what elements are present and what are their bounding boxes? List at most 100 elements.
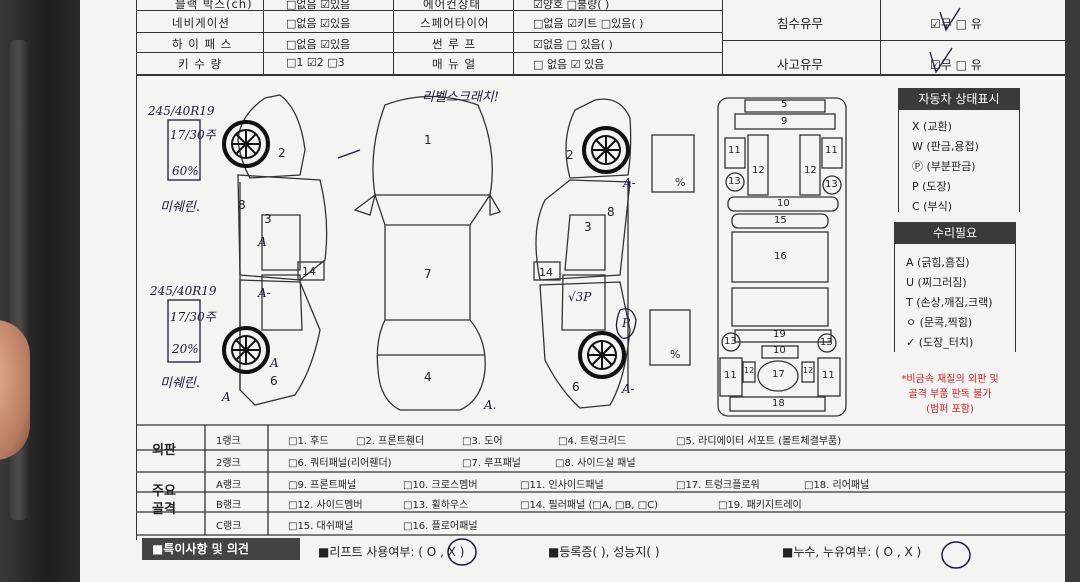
- under-5: 5: [781, 99, 788, 110]
- chk-roof-panel[interactable]: □7. 루프패널: [462, 458, 521, 469]
- part-14-right: 14: [539, 266, 553, 279]
- blackbox-options[interactable]: □없음 ☑있음: [286, 0, 351, 11]
- part-6-right: 6: [572, 380, 580, 394]
- tire-rear-brand: 미쉐린.: [160, 376, 201, 391]
- chk-rear-panel[interactable]: □18. 리어패널: [804, 480, 870, 491]
- under-18: 18: [772, 398, 785, 409]
- manual-options[interactable]: □ 없음 ☑ 있음: [533, 58, 605, 71]
- under-13c: 13: [724, 336, 737, 347]
- repair-legend-title: 수리필요: [894, 222, 1016, 244]
- aircon-label: 에어컨상태: [423, 0, 481, 11]
- mark-a-4: A: [222, 390, 231, 404]
- chk-cross-member[interactable]: □10. 크로스멤버: [403, 480, 478, 491]
- under-13d: 13: [820, 337, 833, 348]
- rankA-label: A랭크: [216, 480, 242, 491]
- chk-side-member[interactable]: □12. 사이드멤버: [288, 500, 363, 511]
- chk-wheel-house[interactable]: □13. 휠하우스: [403, 500, 469, 511]
- tire-rear-date: 17/30주: [170, 310, 216, 324]
- mark-a-3: A: [270, 356, 279, 370]
- under-13b: 13: [825, 179, 838, 190]
- legend-p-circle: Ⓟ (부분판금): [912, 160, 976, 173]
- finger: [0, 320, 30, 460]
- status-legend-title: 자동차 상태표시: [898, 88, 1020, 110]
- mark-a-7: A-: [622, 382, 635, 396]
- part-7-top: 7: [424, 267, 432, 281]
- under-16: 16: [774, 251, 787, 262]
- keys-label: 키 수 량: [178, 57, 223, 71]
- chk-front-fender[interactable]: □2. 프론트휀더: [356, 436, 425, 447]
- note-line-3: (범퍼 포함): [926, 404, 974, 415]
- under-11c: 11: [724, 370, 737, 381]
- chk-package-tray[interactable]: □19. 패키지트레이: [718, 500, 802, 511]
- chk-quarter-panel[interactable]: □6. 쿼터패널(리어휀더): [288, 458, 392, 469]
- chk-door[interactable]: □3. 도어: [462, 436, 503, 447]
- chk-side-sill[interactable]: □8. 사이드실 패널: [555, 458, 636, 469]
- rank2-label: 2랭크: [216, 458, 241, 469]
- chk-front-panel[interactable]: □9. 프론트패널: [288, 480, 357, 491]
- rankB-label: B랭크: [216, 500, 242, 511]
- chk-inside-panel[interactable]: □11. 인사이드패널: [520, 480, 604, 491]
- nav-options[interactable]: □없음 ☑있음: [286, 17, 351, 30]
- rank1-label: 1랭크: [216, 436, 241, 447]
- part-3-left: 3: [264, 212, 272, 226]
- chk-trunk-lid[interactable]: □4. 트렁크리드: [558, 436, 627, 447]
- chk-hood[interactable]: □1. 후드: [288, 436, 329, 447]
- clipboard-right-edge: [1065, 0, 1080, 582]
- under-12a: 12: [752, 165, 765, 176]
- mark-v3p: √3P: [568, 290, 592, 304]
- under-19: 19: [773, 329, 786, 340]
- part-14-left: 14: [302, 265, 316, 278]
- legend-u: U (찌그러짐): [906, 276, 967, 289]
- under-12b: 12: [804, 165, 817, 176]
- aircon-options[interactable]: ☑양호 □불량( ): [533, 0, 610, 11]
- leak-check[interactable]: ■누수, 누유여부: ( O , X ): [782, 545, 922, 559]
- lift-usage[interactable]: ■리프트 사용여부: ( O , X ): [318, 545, 465, 559]
- under-10b: 10: [773, 345, 786, 356]
- under-11d: 11: [822, 370, 835, 381]
- keys-options[interactable]: □1 ☑2 □3: [286, 56, 345, 69]
- under-12c: 12: [744, 366, 755, 375]
- legend-o: ㅇ (문콕,찍힘): [906, 316, 973, 329]
- blackbox-label: 블랙 박스(ch): [175, 0, 253, 11]
- chk-floor-panel[interactable]: □16. 플로어패널: [403, 521, 478, 532]
- tire-front-size: 245/40R19: [148, 104, 215, 118]
- remarks-title: ■특이사항 및 의견: [142, 538, 300, 560]
- mark-a-6: A-: [623, 176, 636, 190]
- nav-label: 네비게이션: [172, 16, 230, 30]
- part-1-top: 1: [424, 133, 432, 147]
- part-2-left: 2: [278, 146, 286, 160]
- under-15: 15: [774, 215, 787, 226]
- under-12d: 12: [803, 366, 814, 375]
- under-11b: 11: [825, 145, 838, 156]
- legend-t: T (손상,깨짐,크랙): [906, 296, 993, 309]
- legend-c: C (부식): [912, 200, 953, 213]
- tire-pct-box-top: %: [675, 176, 686, 189]
- top-grid-bottom-line: [136, 74, 1065, 76]
- spare-tire-options[interactable]: □없음 ☑키트 □있음( ): [533, 17, 644, 30]
- under-10a: 10: [777, 198, 790, 209]
- nonmetal-note: *비금속 재질의 외판 및 골격 부품 판독 불가 (범퍼 포함): [870, 372, 1030, 417]
- under-11a: 11: [728, 145, 741, 156]
- chk-trunk-floor[interactable]: □17. 트렁크플로워: [676, 480, 760, 491]
- part-6-left: 6: [270, 374, 278, 388]
- exterior-title: 외판: [152, 443, 176, 458]
- sunroof-label: 썬 루 프: [432, 37, 477, 51]
- part-3-right: 3: [584, 220, 592, 234]
- part-2-right: 2: [566, 148, 574, 162]
- chk-dash-panel[interactable]: □15. 대쉬패널: [288, 521, 354, 532]
- note-line-2: 골격 부품 판독 불가: [908, 389, 992, 400]
- tire-front-pct: 60%: [172, 164, 199, 178]
- hood-scratch-note: 리벨스크래치!: [422, 90, 499, 105]
- registration-perf[interactable]: ■등록증( ), 성능지( ): [548, 545, 660, 559]
- under-13a: 13: [728, 176, 741, 187]
- sunroof-options[interactable]: ☑없음 □ 있음( ): [533, 38, 613, 51]
- spare-tire-label: 스페어타이어: [420, 16, 490, 30]
- chk-radiator-support[interactable]: □5. 라디에이터 서포트 (볼트체결부품): [676, 436, 842, 447]
- legend-p: P (도장): [912, 180, 951, 193]
- mark-a-2: A-: [258, 286, 271, 300]
- tire-pct-box-bottom: %: [670, 348, 681, 361]
- hipass-options[interactable]: □없음 ☑있음: [286, 38, 351, 51]
- part-8-right: 8: [607, 205, 615, 219]
- chk-pillar-panel[interactable]: □14. 필러패널 (□A, □B, □C): [520, 500, 659, 511]
